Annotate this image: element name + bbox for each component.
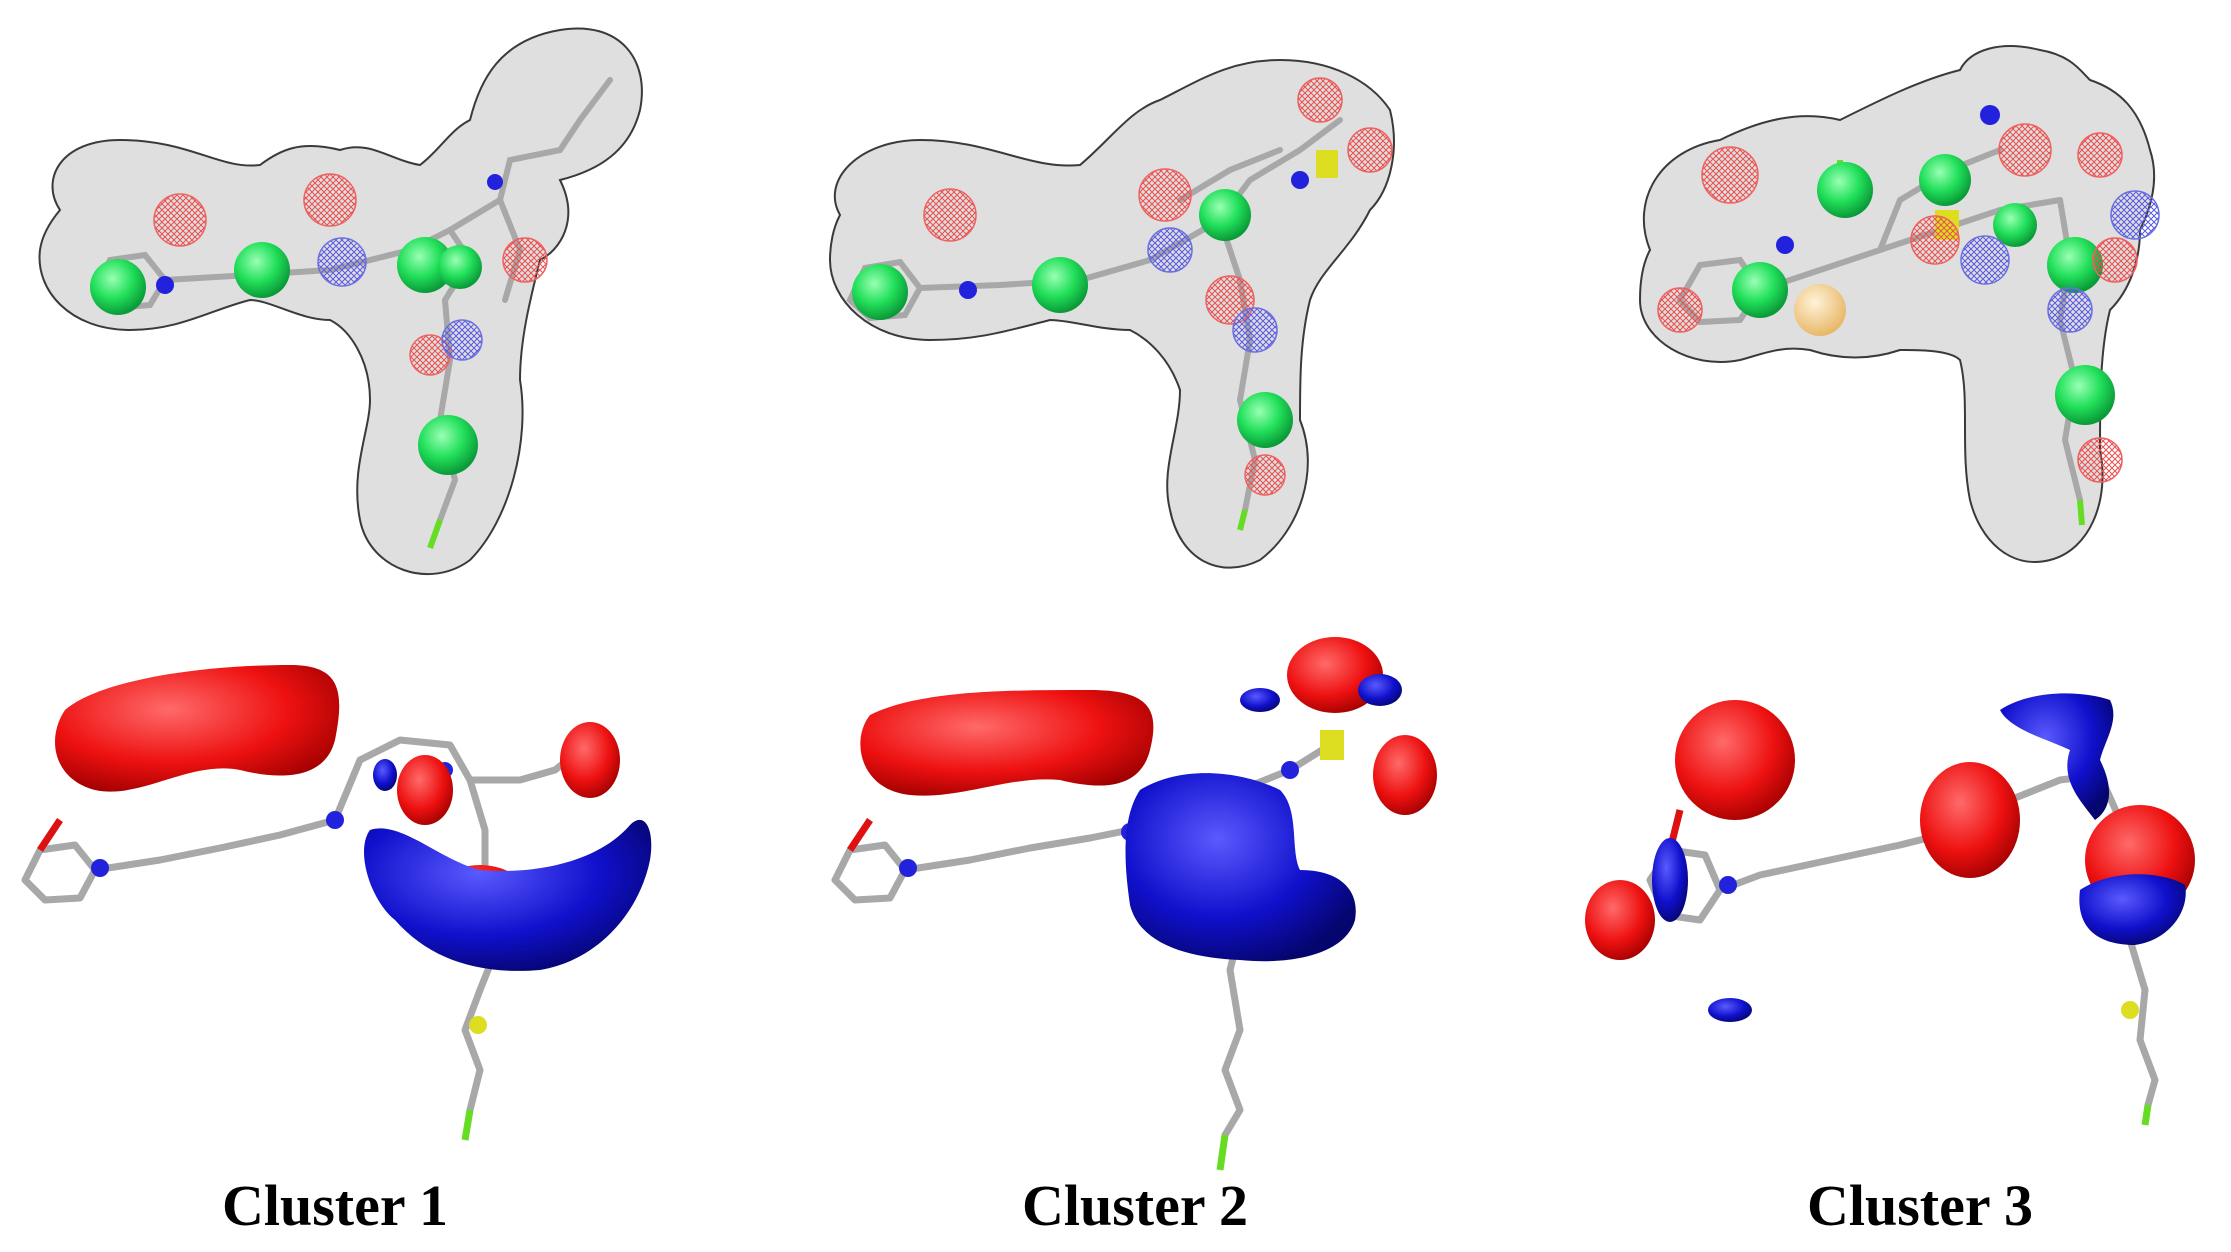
hydrophobic-feature xyxy=(2047,237,2103,293)
unfavorable-contour-blue xyxy=(1125,773,1356,962)
ligand-skeleton xyxy=(1646,771,2159,1109)
sulfonyl-group xyxy=(1316,150,1338,178)
nitrogen-atom xyxy=(899,859,917,877)
unfavorable-contour-blue xyxy=(373,759,397,791)
hydrophobic-feature xyxy=(2055,365,2115,425)
donor-feature xyxy=(317,237,367,287)
hydrophobic-feature xyxy=(1032,257,1088,313)
unfavorable-contour-blue xyxy=(1240,688,1280,712)
favorable-contour-red xyxy=(397,755,453,825)
unfavorable-contour-blue xyxy=(1358,674,1402,706)
nitrogen-atom xyxy=(156,276,174,294)
donor-feature xyxy=(1232,307,1278,353)
hydrophobic-feature xyxy=(418,415,478,475)
aromatic-ring-feature xyxy=(1794,284,1846,336)
molecular-surface xyxy=(828,58,1395,569)
donor-feature xyxy=(1960,235,2010,285)
favorable-contour-red xyxy=(55,665,340,792)
nitrogen-atom xyxy=(959,281,977,299)
hydrophobic-feature xyxy=(234,242,290,298)
hydrophobic-feature xyxy=(1993,203,2037,247)
hydrophobic-feature xyxy=(438,245,482,289)
favorable-contour-red xyxy=(1373,735,1437,815)
hydrophobic-feature xyxy=(397,237,453,293)
favorable-contour-red xyxy=(1585,880,1655,960)
pharmacophore-model-cluster-1 xyxy=(38,27,643,576)
nitrogen-atom xyxy=(1719,876,1737,894)
acceptor-feature xyxy=(923,188,977,242)
unfavorable-contour-blue xyxy=(364,819,652,971)
acceptor-feature xyxy=(1297,77,1343,123)
favorable-contour-red xyxy=(1675,700,1795,820)
caption-cluster-3: Cluster 3 xyxy=(1806,1173,2034,1238)
oxygen-bond xyxy=(37,818,63,852)
nitrogen-atom xyxy=(91,859,109,877)
favorable-contour-red xyxy=(560,722,620,798)
acceptor-feature xyxy=(2077,132,2123,178)
unfavorable-contour-blue xyxy=(1708,998,1752,1022)
hydrophobic-feature xyxy=(1199,189,1251,241)
acceptor-feature xyxy=(153,193,207,247)
acceptor-feature xyxy=(1998,123,2052,177)
donor-feature xyxy=(2110,190,2160,240)
halogen-bond xyxy=(2141,1104,2152,1126)
acceptor-feature xyxy=(502,237,548,283)
donor-feature xyxy=(1147,227,1193,273)
pharmacophore-model-cluster-3 xyxy=(1638,45,2160,563)
nitrogen-atom xyxy=(1776,236,1794,254)
acceptor-feature xyxy=(1701,146,1759,204)
acceptor-feature xyxy=(2077,437,2123,483)
hydrophobic-feature xyxy=(1817,162,1873,218)
oxygen-bond xyxy=(847,818,873,852)
unfavorable-contour-blue xyxy=(2079,874,2186,945)
acceptor-feature xyxy=(1347,127,1393,173)
nitrogen-atom xyxy=(1281,761,1299,779)
sulfur-atom xyxy=(469,1016,487,1034)
halogen-bond xyxy=(2077,499,2085,526)
acceptor-feature xyxy=(2092,237,2138,283)
acceptor-feature xyxy=(1910,215,1960,265)
acceptor-feature xyxy=(303,173,357,227)
halogen-bond xyxy=(461,1109,474,1141)
sulfur-atom xyxy=(2121,1001,2139,1019)
hydrophobic-feature xyxy=(1732,262,1788,318)
favorable-contour-red xyxy=(860,690,1154,796)
unfavorable-contour-blue xyxy=(2000,693,2114,820)
nitrogen-atom xyxy=(326,811,344,829)
favorable-contour-red xyxy=(1920,762,2020,878)
nitrogen-atom xyxy=(487,174,503,190)
caption-cluster-2: Cluster 2 xyxy=(1021,1173,1249,1238)
halogen-bond xyxy=(1237,509,1248,531)
hydrophobic-feature xyxy=(1237,392,1293,448)
caption-cluster-1: Cluster 1 xyxy=(221,1173,449,1238)
hydrophobic-feature xyxy=(1919,154,1971,206)
unfavorable-contour-blue xyxy=(1652,838,1688,922)
contour-map-cluster-3 xyxy=(1585,693,2195,1126)
hydrophobic-feature xyxy=(90,259,146,315)
hydrophobic-feature xyxy=(852,264,908,320)
nitrogen-atom xyxy=(1980,105,2000,125)
donor-feature xyxy=(441,319,483,361)
halogen-bond xyxy=(1216,1134,1229,1171)
contour-map-cluster-2 xyxy=(831,637,1437,1171)
halogen-bond xyxy=(427,518,443,550)
acceptor-feature xyxy=(1657,287,1703,333)
pharmacophore-model-cluster-2 xyxy=(828,58,1395,569)
nitrogen-atom xyxy=(1291,171,1309,189)
sulfonyl-group xyxy=(1320,730,1344,760)
contour-map-cluster-1 xyxy=(21,665,652,1141)
acceptor-feature xyxy=(1138,168,1192,222)
donor-feature xyxy=(2047,287,2093,333)
acceptor-feature xyxy=(1244,454,1286,496)
